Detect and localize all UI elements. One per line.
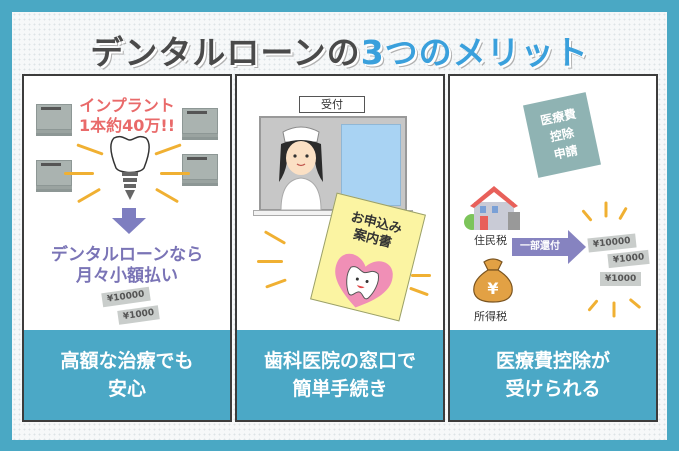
merit-3-caption: 医療費控除が 受けられる <box>450 330 656 420</box>
sparkle-ray <box>618 206 628 221</box>
sparkle-ray <box>257 260 283 263</box>
money-bag-yen-icon: ¥ <box>473 258 513 303</box>
partial-refund-arrow: 一部還付 <box>512 238 568 256</box>
caption-line-2: 簡単手続き <box>292 378 388 400</box>
merit-3-illustration: 医療費 控除 申請 住民税 一部還付 ¥ 所得税 <box>450 76 656 332</box>
money-stack-icon <box>36 104 72 130</box>
application-leaflet: お申込み 案内書 <box>310 192 426 322</box>
sparkle-ray <box>604 201 608 218</box>
right-arrow-icon <box>568 230 586 264</box>
receptionist-nurse-icon <box>279 126 323 210</box>
implant-tooth-icon <box>110 135 150 200</box>
bill-10000: ¥10000 <box>587 233 637 253</box>
money-stack-icon <box>182 154 218 180</box>
bill-1000: ¥1000 <box>600 272 642 286</box>
caption-line-1: 医療費控除が <box>495 350 610 372</box>
title-part-main: デンタルローンの <box>90 33 361 72</box>
merit-panel-3: 医療費 控除 申請 住民税 一部還付 ¥ 所得税 <box>448 74 658 422</box>
sparkle-ray <box>587 299 599 312</box>
svg-text:¥: ¥ <box>487 279 498 298</box>
income-tax-label: 所得税 <box>474 310 507 323</box>
tooth-heart-icon <box>335 253 393 308</box>
sparkle-ray <box>154 143 182 156</box>
bill-1000: ¥1000 <box>117 305 161 325</box>
sparkle-ray <box>64 172 94 175</box>
page-title: デンタルローンの3つのメリット <box>12 26 667 74</box>
implant-label: インプラント <box>79 96 175 115</box>
sparkle-ray <box>411 274 431 277</box>
sparkle-ray <box>76 143 104 156</box>
sparkle-ray <box>581 209 593 222</box>
window-icon <box>259 116 407 211</box>
loan-label: デンタルローンなら <box>50 245 204 265</box>
sparkle-ray <box>628 297 642 310</box>
caption-line-2: 安心 <box>107 378 146 400</box>
sparkle-ray <box>76 187 102 204</box>
house-icon <box>464 186 520 230</box>
medical-deduction-application: 医療費 控除 申請 <box>523 92 601 178</box>
down-arrow-icon <box>112 208 146 234</box>
sparkle-ray <box>409 286 429 297</box>
sparkle-ray <box>265 278 287 289</box>
monthly-payment-label: 月々小額払い <box>76 266 178 286</box>
title-part-accent: 3つのメリット <box>360 33 589 72</box>
merit-2-caption: 歯科医院の窓口で 簡単手続き <box>237 330 443 420</box>
merit-2-illustration: 受付 お申込み 案内書 <box>237 76 443 332</box>
resident-tax-label: 住民税 <box>474 234 507 247</box>
window-glass <box>341 124 401 206</box>
bill-10000: ¥10000 <box>101 286 151 308</box>
money-stack-icon <box>182 108 218 134</box>
merit-1-illustration: インプラント 1本約40万!! デンタルローンなら <box>24 76 230 332</box>
caption-line-1: 高額な治療でも <box>60 350 194 372</box>
implant-price: 1本約40万!! <box>79 116 175 135</box>
caption-line-1: 歯科医院の窓口で <box>263 350 416 372</box>
sparkle-ray <box>612 301 616 318</box>
merit-panel-1: インプラント 1本約40万!! デンタルローンなら <box>22 74 232 422</box>
sparkle-ray <box>263 230 287 245</box>
sparkle-ray <box>154 187 180 204</box>
infographic-frame: デンタルローンの3つのメリット インプラント 1本約40万!! <box>12 12 667 440</box>
sparkle-ray <box>160 172 190 175</box>
merit-1-caption: 高額な治療でも 安心 <box>24 330 230 420</box>
caption-line-2: 受けられる <box>505 378 601 400</box>
merit-panel-2: 受付 お申込み 案内書 <box>235 74 445 422</box>
reception-sign: 受付 <box>299 96 365 113</box>
bill-1000: ¥1000 <box>607 249 650 269</box>
